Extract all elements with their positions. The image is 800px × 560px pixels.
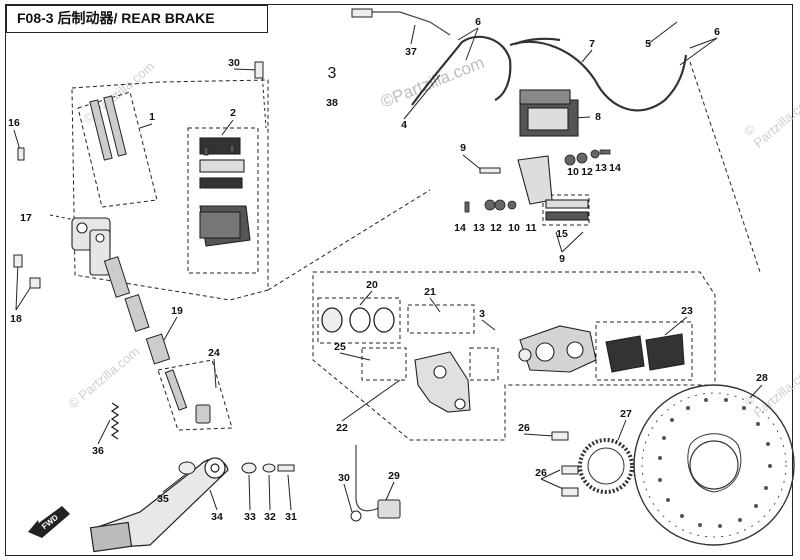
callout-c38: 38 (326, 97, 338, 109)
bolt-31 (277, 464, 295, 472)
mounting-bracket (517, 155, 589, 221)
callout-c10b: 10 (508, 222, 520, 234)
connector-37 (351, 8, 373, 18)
callout-c27: 27 (620, 408, 632, 420)
pin-group-box (407, 304, 475, 334)
bolt-16 (17, 147, 25, 161)
bleeder-group-box (361, 347, 407, 381)
callout-c8: 8 (595, 111, 601, 123)
callout-c30b: 30 (338, 472, 350, 484)
washer-33 (241, 462, 257, 474)
push-rod-b (103, 95, 127, 157)
callout-c14a: 14 (609, 162, 621, 174)
push-rod-group-box (77, 91, 158, 208)
callout-c25: 25 (334, 341, 346, 353)
callout-c9a: 9 (460, 142, 466, 154)
abs-modulator (519, 89, 579, 137)
callout-c12a: 12 (581, 166, 593, 178)
bolt-26b (561, 465, 579, 475)
bolt-30 (254, 61, 264, 79)
callout-c10a: 10 (567, 166, 579, 178)
brake-line-upper (514, 37, 561, 46)
piston-seal-group-box (317, 297, 401, 344)
caliper-bracket (414, 351, 471, 413)
push-rod-a (89, 99, 113, 161)
master-cylinder (71, 217, 111, 276)
callout-c13b: 13 (473, 222, 485, 234)
bolt-9 (479, 167, 501, 174)
callout-c33: 33 (244, 511, 256, 523)
callout-c2: 2 (230, 107, 236, 119)
caliper-group-outline (312, 271, 716, 441)
brake-pads (605, 333, 685, 373)
clevis (195, 404, 211, 424)
piston-seal (145, 333, 171, 365)
callout-c20: 20 (366, 279, 378, 291)
callout-c31: 31 (285, 511, 297, 523)
clevis-rod (164, 369, 188, 411)
callout-c29: 29 (388, 470, 400, 482)
callout-c13a: 13 (595, 162, 607, 174)
switch-wire (355, 11, 451, 36)
brake-line-rear (509, 40, 688, 112)
brake-hose (411, 35, 512, 106)
callout-c34: 34 (211, 511, 223, 523)
callout-c11: 11 (525, 222, 537, 234)
callout-c23: 23 (681, 305, 693, 317)
callout-c24: 24 (208, 347, 220, 359)
callout-c5: 5 (645, 38, 651, 50)
callout-c18: 18 (10, 313, 22, 325)
diagram-title: F08-3 后制动器/ REAR BRAKE (6, 5, 268, 33)
callout-c36: 36 (92, 445, 104, 457)
callout-c14b: 14 (454, 222, 466, 234)
piston-seals (321, 307, 395, 333)
callout-c4: 4 (401, 119, 407, 131)
abs-tone-ring (578, 438, 634, 494)
bracket-group-box (542, 194, 590, 226)
bolt-26a (551, 431, 569, 441)
abs-sensor (350, 499, 401, 522)
callout-c22: 22 (336, 422, 348, 434)
reservoir-group-box (187, 127, 259, 274)
diagram-frame (5, 4, 793, 556)
pad-spring-box (469, 347, 499, 381)
piston-spring (103, 256, 131, 298)
callout-c35: 35 (157, 493, 169, 505)
callout-c37: 37 (405, 46, 417, 58)
clevis-group-box (157, 359, 233, 431)
callout-c26b: 26 (535, 467, 547, 479)
fwd-arrow (28, 506, 70, 538)
callout-c9b: 9 (559, 253, 565, 265)
callout-c1: 1 (149, 111, 155, 123)
callout-c30a: 30 (228, 57, 240, 69)
callout-c6b: 6 (714, 26, 720, 38)
callout-c28: 28 (756, 372, 768, 384)
callout-c32: 32 (264, 511, 276, 523)
callout-c6a: 6 (475, 16, 481, 28)
return-spring (110, 402, 120, 440)
bolt-18a (13, 254, 23, 268)
reservoir (199, 137, 251, 247)
callout-c7: 7 (589, 38, 595, 50)
callout-c12b: 12 (490, 222, 502, 234)
callout-c15: 15 (556, 228, 568, 240)
callout-c16: 16 (8, 117, 20, 129)
brake-pedal (89, 457, 229, 553)
brake-disc (633, 384, 795, 546)
callout-c19: 19 (171, 305, 183, 317)
callout-c3b: 3 (479, 308, 485, 320)
washer-32 (262, 463, 276, 473)
callout-c3a: 3 (327, 65, 337, 82)
callout-c17: 17 (20, 212, 32, 224)
callout-c26a: 26 (518, 422, 530, 434)
caliper (518, 325, 597, 373)
washer-35 (178, 461, 196, 475)
piston (124, 294, 150, 332)
callout-c21: 21 (424, 286, 436, 298)
bolt-26c (561, 487, 579, 497)
bolt-18b (29, 277, 41, 289)
